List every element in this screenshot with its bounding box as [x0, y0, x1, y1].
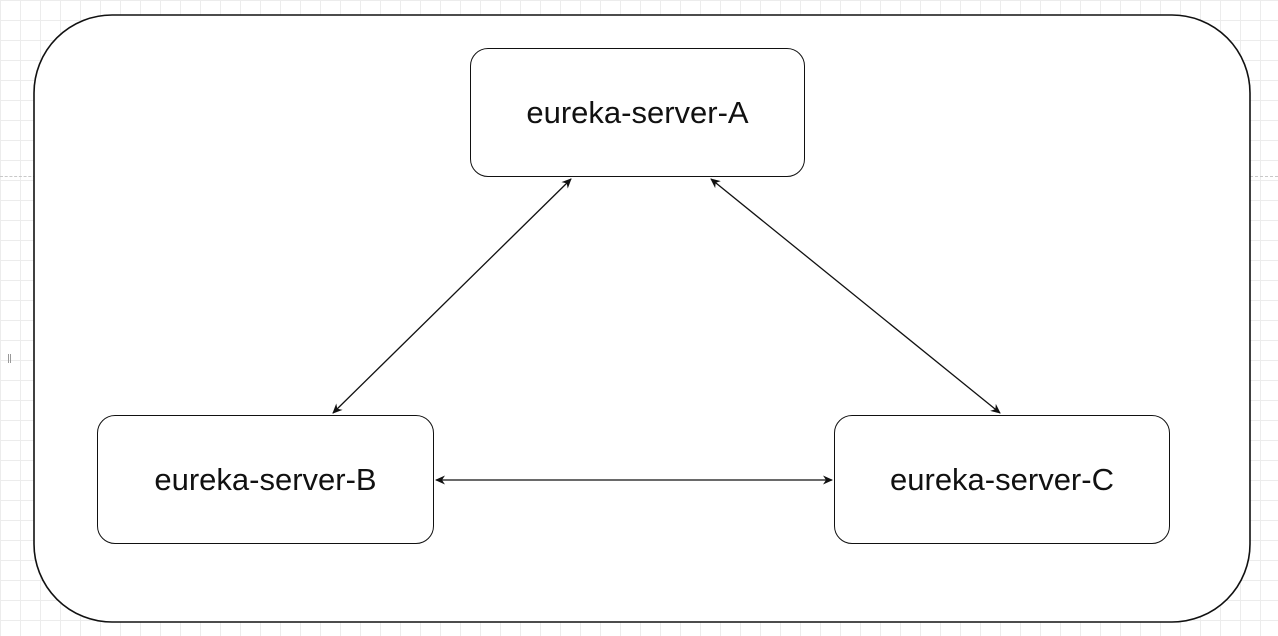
node-label-b: eureka-server-B: [154, 461, 377, 497]
node-label-c: eureka-server-C: [890, 461, 1114, 497]
node-label-a: eureka-server-A: [526, 94, 749, 130]
node-eureka-server-a[interactable]: eureka-server-A: [470, 48, 805, 177]
edge-a-c[interactable]: [710, 178, 1001, 414]
node-eureka-server-c[interactable]: eureka-server-C: [834, 415, 1170, 544]
canvas-guide-line-left: [0, 176, 36, 177]
edge-a-b[interactable]: [332, 178, 572, 414]
canvas-guide-line-right: [1250, 176, 1278, 177]
node-eureka-server-b[interactable]: eureka-server-B: [97, 415, 434, 544]
resize-handle-icon[interactable]: [8, 354, 11, 363]
